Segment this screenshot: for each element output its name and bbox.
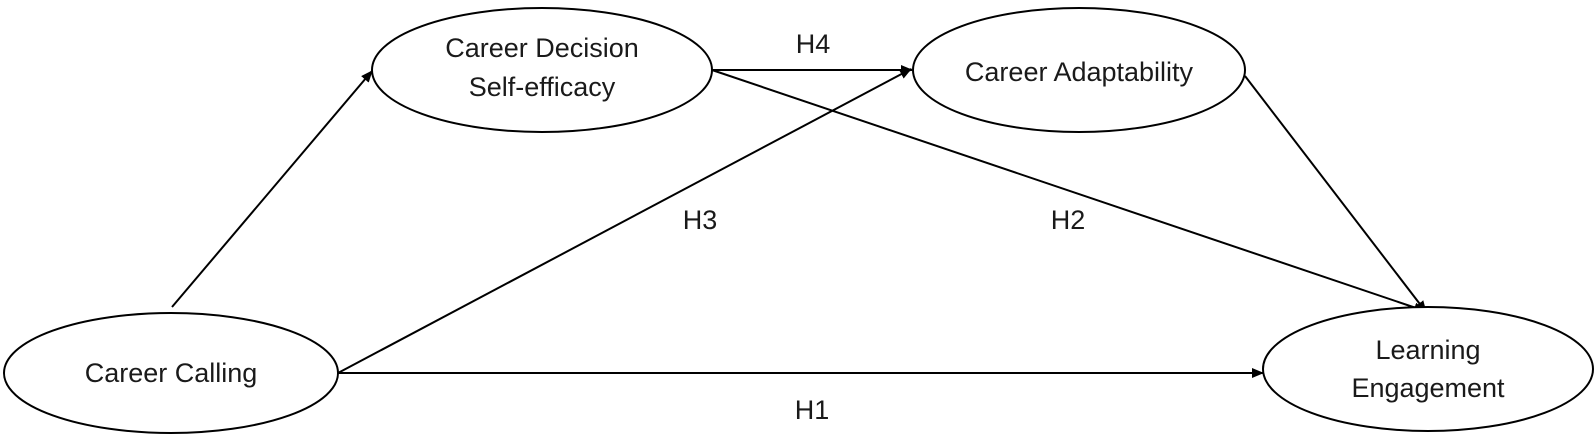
node-self-efficacy-ellipse	[371, 7, 713, 133]
node-self-efficacy-label-line1: Career Decision	[445, 33, 639, 63]
node-engagement-label-line1: Learning	[1375, 335, 1480, 365]
node-career-calling-ellipse	[3, 312, 339, 434]
arrow-calling-to-adaptability-h3	[337, 68, 912, 374]
node-adaptability-ellipse	[912, 7, 1246, 133]
edge-label-h3: H3	[683, 205, 718, 235]
node-engagement-label-line2: Engagement	[1351, 373, 1505, 403]
node-adaptability-label: Career Adaptability	[965, 57, 1194, 87]
node-career-decision-self-efficacy: Career Decision Self-efficacy	[371, 7, 713, 133]
edge-label-h2: H2	[1051, 205, 1086, 235]
arrow-self-efficacy-to-engagement-h2	[711, 69, 1426, 313]
node-self-efficacy-label-line2: Self-efficacy	[469, 72, 616, 102]
node-learning-engagement: Learning Engagement	[1262, 306, 1594, 432]
node-career-calling: Career Calling	[3, 312, 339, 434]
arrow-calling-to-self-efficacy	[171, 70, 373, 308]
node-engagement-ellipse	[1262, 306, 1594, 432]
edge-label-h4: H4	[796, 29, 831, 59]
node-career-adaptability: Career Adaptability	[912, 7, 1246, 133]
edge-label-h1: H1	[795, 395, 830, 425]
arrow-adaptability-to-engagement	[1244, 75, 1427, 313]
node-career-calling-label: Career Calling	[85, 358, 258, 388]
